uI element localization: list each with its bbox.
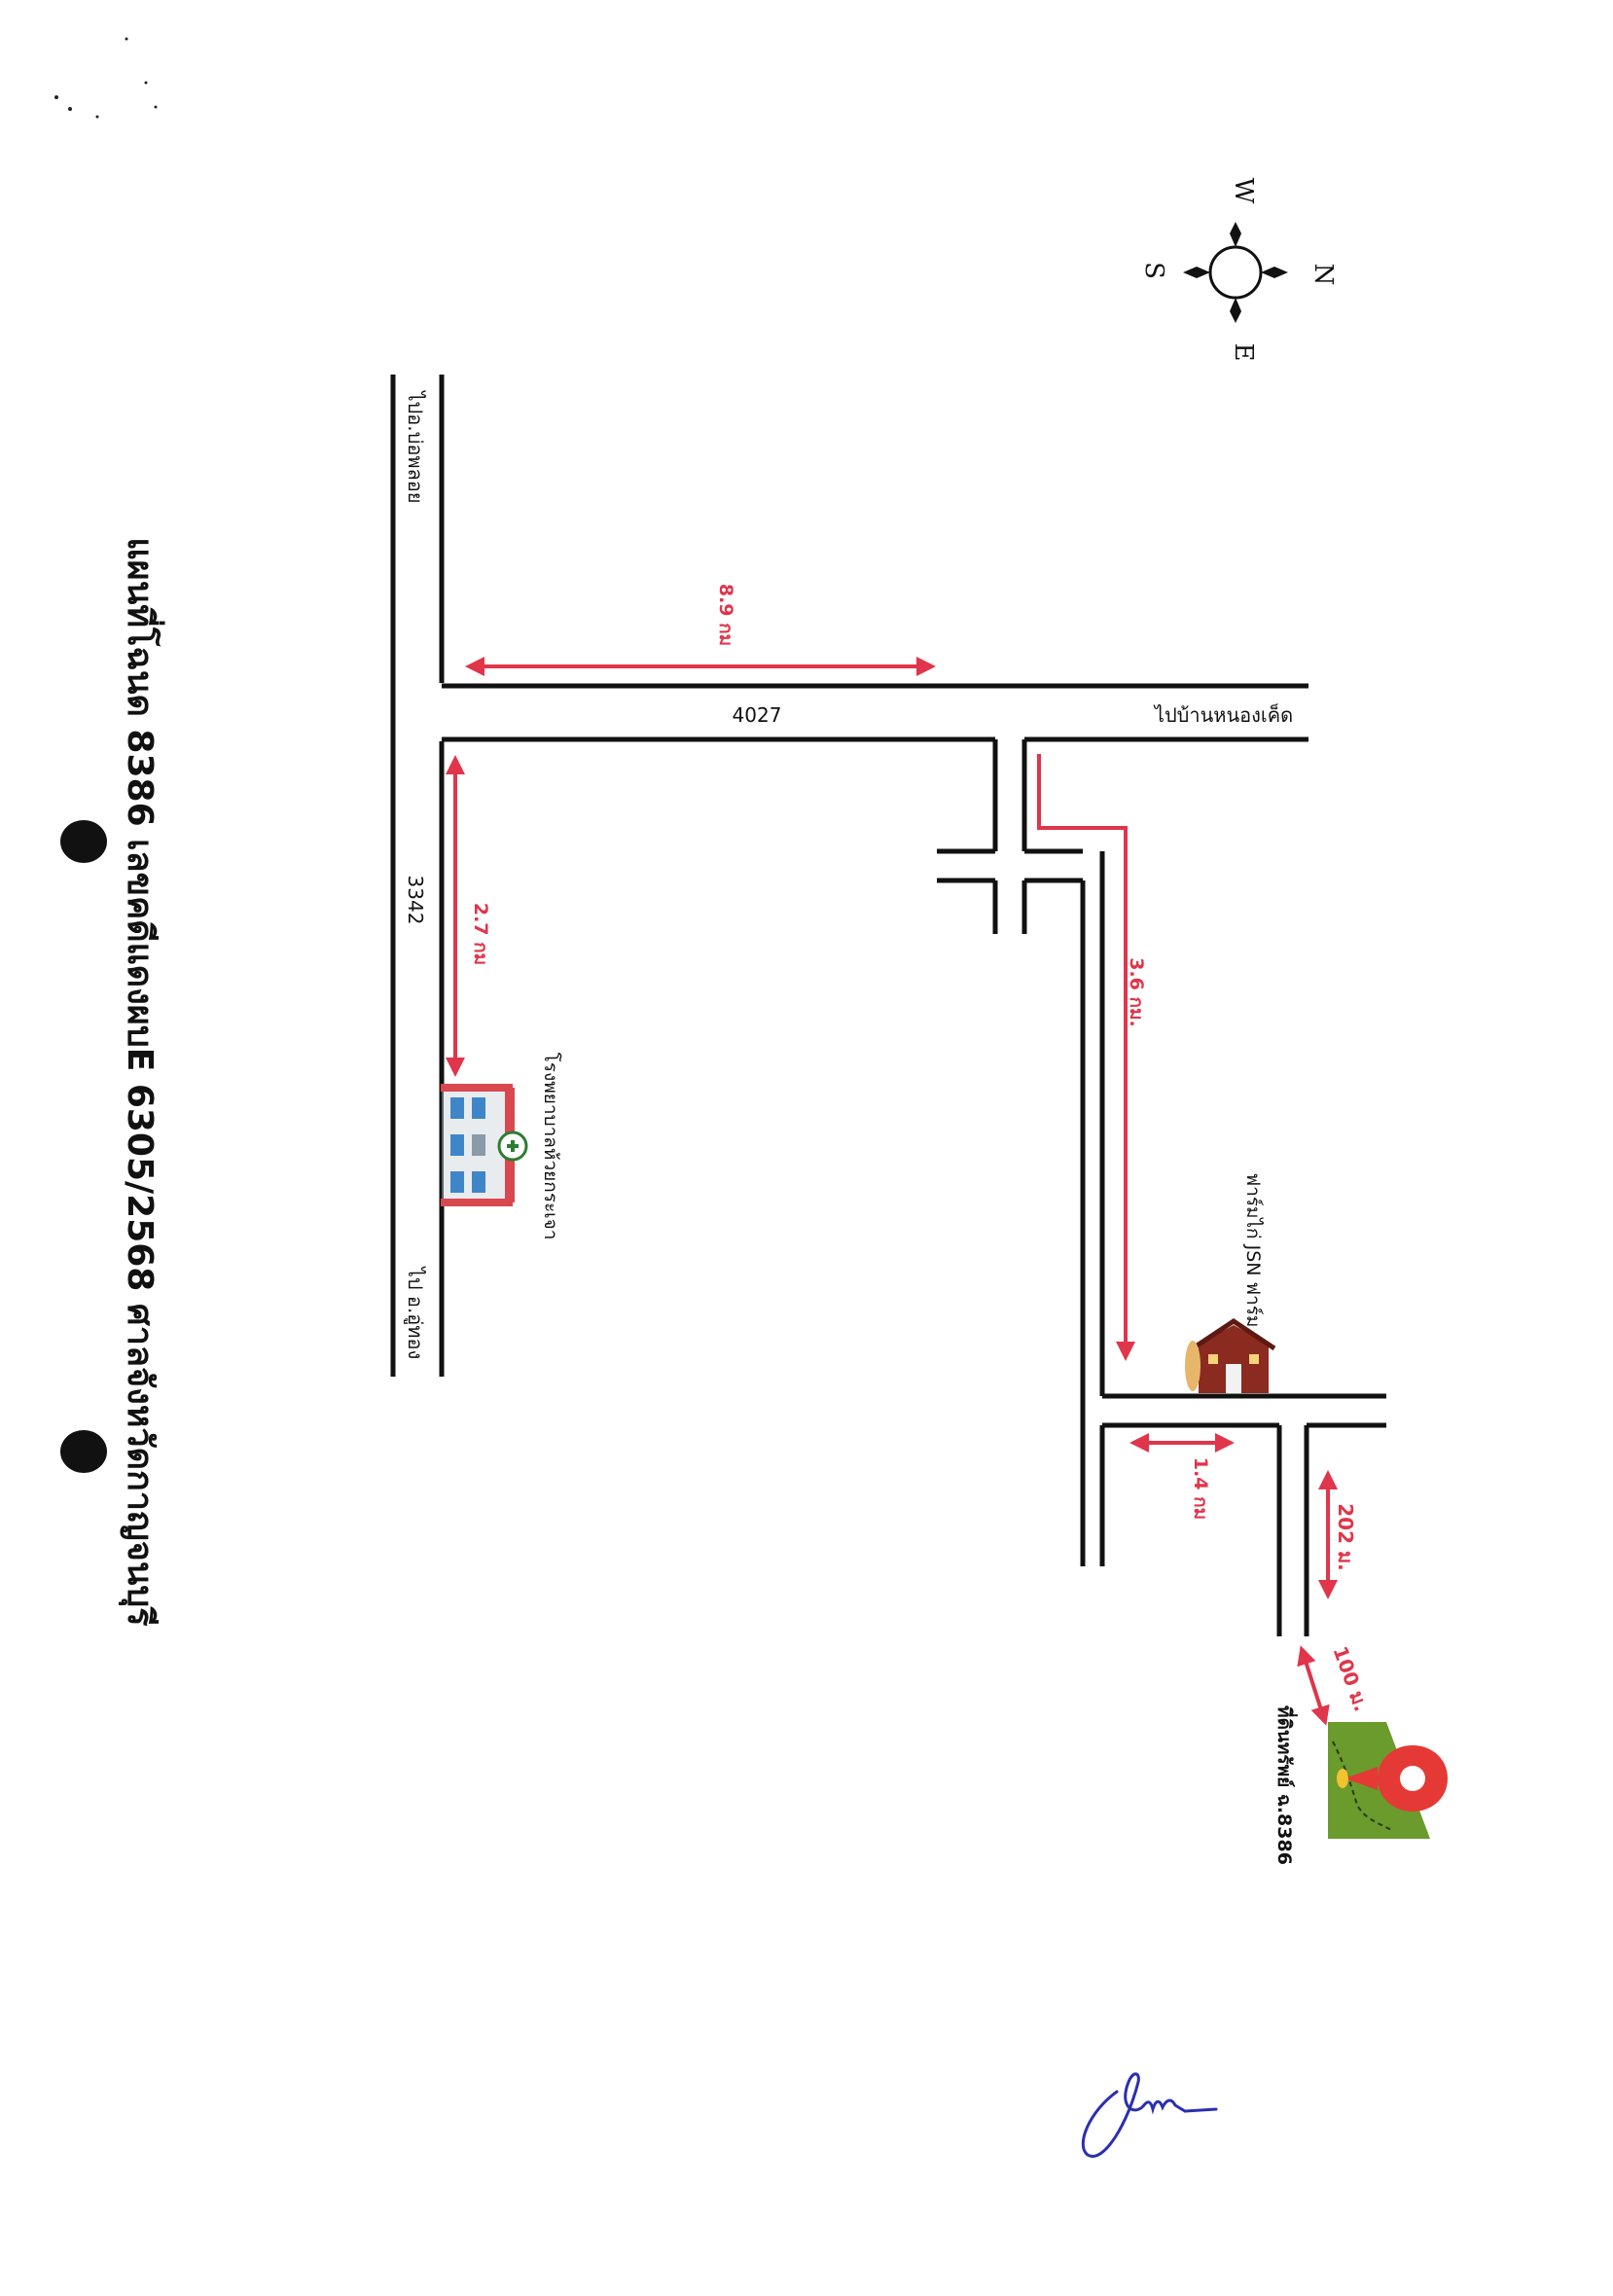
distance-2-7-label: 2.7 กม [470, 903, 491, 965]
route-path [1037, 754, 1135, 1361]
compass-north: N [1308, 264, 1338, 286]
distance-1-4-label: 1.4 กม [1190, 1457, 1211, 1520]
compass-rose-icon [1183, 222, 1288, 323]
scan-specks [54, 37, 158, 119]
redaction-mark-2 [60, 1430, 107, 1473]
distance-100-arrow [1297, 1645, 1330, 1726]
signature [1081, 2072, 1218, 2158]
road-3342 [390, 375, 445, 1377]
location-pin-icon [1337, 1745, 1448, 1812]
road-4027 [442, 683, 1308, 742]
to-ban-nong-ked-label: ไปบ้านหนองเค็ด [1153, 702, 1293, 727]
property-label: ที่ดินทรัพย์ ฉ.8386 [1273, 1705, 1298, 1865]
distance-100-label: 100 ม. [1328, 1643, 1373, 1715]
hospital-label: โรงพยาบาลห้วยกระเจา [540, 1053, 562, 1240]
to-bo-phloi-label: ไปอ.บ่อพลอย [404, 390, 427, 504]
farm-house-icon [1185, 1317, 1276, 1393]
distance-202-label: 202 ม. [1334, 1503, 1357, 1571]
compass-south: S [1139, 262, 1168, 279]
redaction-mark-1 [60, 820, 107, 863]
distance-3-6-label: 3.6 กม. [1126, 957, 1147, 1027]
road-3342-label: 3342 [404, 876, 427, 925]
side-road-crossing [937, 739, 1386, 1636]
to-u-thong-label: ไป อ.อู่ทอง [403, 1266, 427, 1359]
farm-label: ฟาร์มไก่ JSN ฟาร์ม [1242, 1173, 1264, 1328]
map-title: แผนที่โฉนด 8386 เลขคดีแดงผบE 6305/2568 ศ… [118, 537, 165, 1627]
road-4027-label: 4027 [733, 703, 782, 727]
distance-8-9-label: 8.9 กม [715, 584, 736, 646]
compass-east: E [1229, 343, 1258, 362]
hospital-building-icon [441, 1084, 528, 1206]
compass-west: W [1229, 178, 1258, 204]
